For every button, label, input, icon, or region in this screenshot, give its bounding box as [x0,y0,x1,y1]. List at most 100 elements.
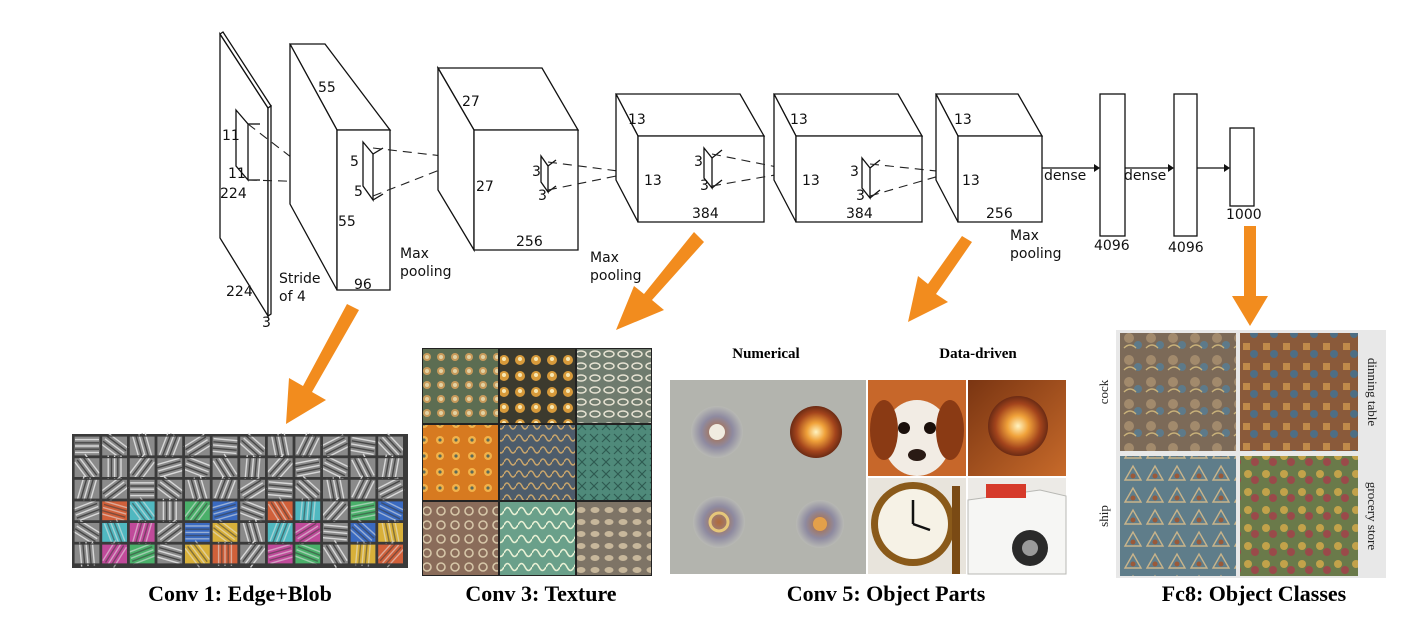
conv1-filter-cell [349,500,377,522]
conv1-filter-cell [321,540,349,568]
conv3-texture-3 [577,349,651,423]
conv1-filter-cell [73,520,101,545]
conv1-filter-cell [349,519,377,546]
conv1-filter-cell [238,432,267,460]
pool3-label-line1: Max [1010,228,1039,244]
conv1-filter-cell [211,519,239,546]
conv1-filter-cell [266,478,294,500]
conv1-filter-cell [321,497,349,525]
conv1-filter-cell [73,435,101,457]
conv1-filter-cell [100,476,129,503]
conv1-filter-cell [155,519,184,546]
conv1-filter-cell [266,453,294,482]
fc8-class-label-ship: ship [1096,505,1111,527]
stride-label-line1: Stride [279,271,321,287]
input-layer: 11 11 224 224 3 [219,31,319,331]
conv1-filter-cell [128,478,156,500]
input-kernel-width: 11 [228,166,246,182]
conv1-filter-cell [376,477,405,501]
conv1-filter-cell [239,518,267,546]
fc6-layer [1099,93,1126,237]
conv1-filter-cell [156,543,184,565]
fc8-class-label-cock: cock [1096,379,1111,404]
fc8-object-classes-panel: cock dinning table ship grocery store Fc… [1096,330,1386,606]
numerical-blob-2 [790,406,842,458]
conv3-texture-2 [500,349,575,423]
conv1-depth: 96 [354,277,372,293]
conv1-filter-cell [321,521,349,544]
conv3-layer: 13 3 3 13 384 [614,93,793,223]
conv1-filter-cell [128,453,156,482]
conv1-filter-cell [156,498,184,523]
conv1-layer: 55 5 5 55 96 Stride of 4 [279,43,461,305]
conv1-filter-cell [183,540,211,568]
conv1-filter-cell [211,435,239,457]
conv1-filter-cell [100,540,129,568]
conv2-kernel-height: 3 [532,164,541,180]
conv1-filter-cell [100,455,129,480]
arrow-conv3 [616,232,704,330]
orange-arrows [286,226,1268,424]
dog-eye-right [924,422,936,434]
conv5-object-parts-panel: Numerical Data-driven [670,346,1067,606]
dog-face [883,400,951,476]
conv2-side: 27 [462,94,480,110]
conv1-filter-cell [266,518,294,547]
conv1-filter-cell [211,542,239,566]
conv1-filter-cell [321,455,350,480]
conv1-filter-cell [211,453,239,482]
input-width: 224 [226,284,253,300]
fc8-image-grocery-store [1240,456,1358,576]
conv1-filter-cell [377,540,405,568]
conv1-filter-cell [73,499,101,522]
conv4-side: 13 [790,112,808,128]
conv5-header-data-driven: Data-driven [939,346,1017,362]
arrow-fc8 [1232,226,1268,326]
conv2-height: 27 [476,179,494,195]
conv5-depth: 256 [986,206,1013,222]
pool2-label-line2: pooling [590,268,642,284]
conv1-filter-cell [183,521,211,544]
conv1-filter-cell [183,496,211,525]
pool2-label-line1: Max [590,250,619,266]
conv1-filter-cell [349,475,377,504]
conv1-filter-cell [239,540,267,568]
conv1-filter-cell [100,500,129,522]
conv1-filter-cell [73,453,101,482]
conv1-filter-cell [211,500,239,522]
conv1-filter-cell [183,475,211,503]
conv1-filter-cell [183,456,212,479]
numerical-blob-3 [693,496,745,548]
conv2-kernel-width: 3 [538,188,547,204]
fc7-size: 4096 [1168,240,1204,256]
conv1-filter-cell [349,453,377,482]
fc8-caption: Fc8: Object Classes [1162,581,1347,606]
fc8-image-ship [1120,456,1236,576]
conv1-filter-cell [238,476,267,502]
conv1-filter-cell [239,455,267,481]
conv1-filter-cell [377,454,405,481]
fc7-layer [1173,93,1198,237]
conv3-depth: 384 [692,206,719,222]
car-hub [1022,540,1038,556]
conv1-filter-cell [238,499,267,522]
conv1-filter-cell [73,541,101,567]
conv1-filter-cell [294,457,322,479]
dense1-label: dense [1044,168,1086,184]
conv2-layer: 27 3 3 27 256 [436,65,627,253]
conv3-texture-1 [423,349,498,423]
conv3-side: 13 [628,112,646,128]
input-height: 224 [220,186,247,202]
dog-ear-left [870,400,898,460]
conv3-kernel-height: 3 [694,154,703,170]
conv3-texture-6 [577,425,651,500]
car-red-stripe [986,484,1026,498]
input-depth: 3 [262,315,271,331]
numerical-blob-3-ring [708,511,730,533]
pool1-label-line2: pooling [400,264,452,280]
fc8-size: 1000 [1226,207,1262,223]
conv4-kernel-height: 3 [850,164,859,180]
conv1-side: 55 [318,80,336,96]
conv3-texture-7 [423,502,498,575]
